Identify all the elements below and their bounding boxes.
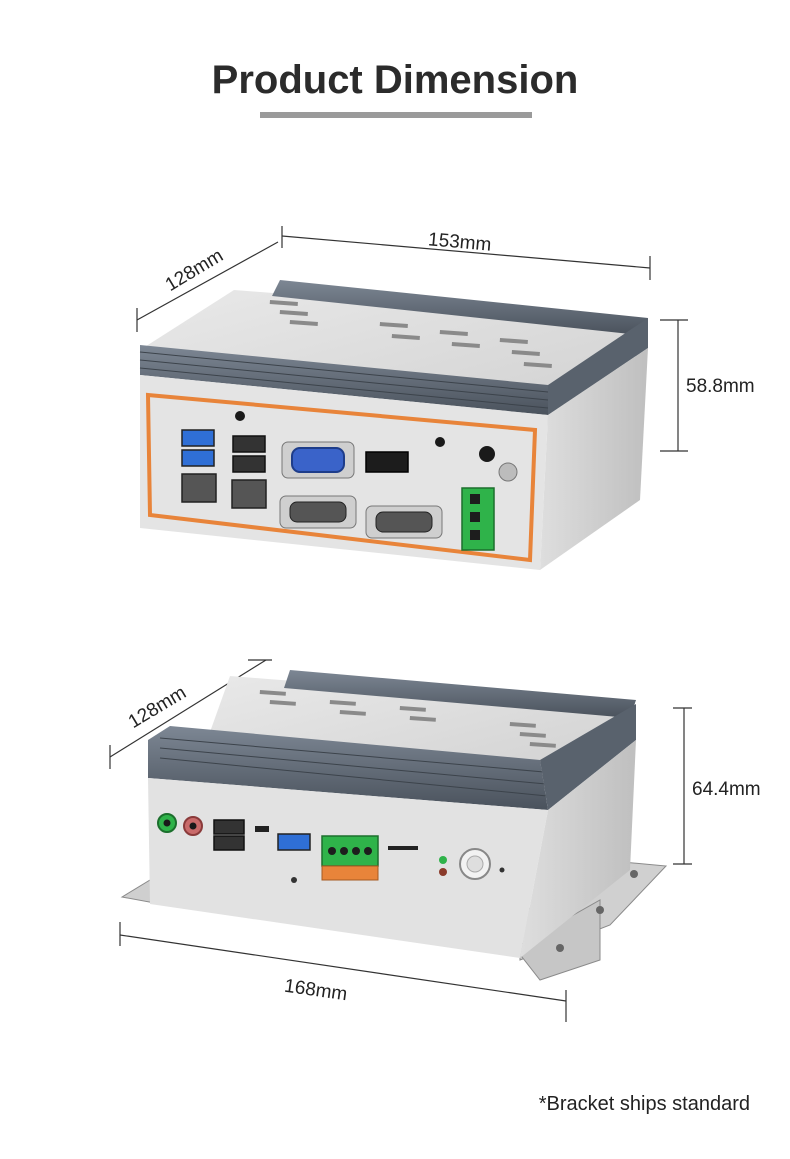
width-dimension-line: [281, 235, 651, 269]
hdmi-port: [365, 451, 409, 473]
ground-screw: [498, 462, 518, 482]
com-port-1: [375, 511, 433, 533]
hdd-led: [439, 868, 447, 876]
page-title: Product Dimension: [211, 58, 579, 102]
com-port-2: [289, 501, 347, 523]
device-front-view: [109, 659, 692, 1022]
dc-jack: [479, 446, 495, 462]
top-height-label: 58.8mm: [686, 376, 755, 397]
footnote: *Bracket ships standard: [538, 1093, 750, 1115]
ac-loss-switch: [255, 826, 269, 832]
status-led: [439, 856, 447, 864]
lan-port-1: [231, 479, 267, 509]
device-rear-view: [136, 226, 688, 570]
lan-port-2: [181, 473, 217, 503]
sim-slot: [388, 846, 418, 850]
usb2-port-stack: [232, 435, 266, 473]
usb3-port-stack: [181, 429, 215, 467]
depth-dimension-line: [109, 659, 267, 758]
antenna-hole: [235, 411, 245, 421]
bottom-height-label: 64.4mm: [692, 779, 761, 800]
depth-dimension-line: [136, 241, 279, 321]
width-dimension-line: [119, 934, 567, 1002]
antenna-hole: [435, 437, 445, 447]
usb3-port-front: [277, 833, 311, 851]
title-underline: [260, 112, 532, 118]
vga-port: [291, 447, 345, 473]
